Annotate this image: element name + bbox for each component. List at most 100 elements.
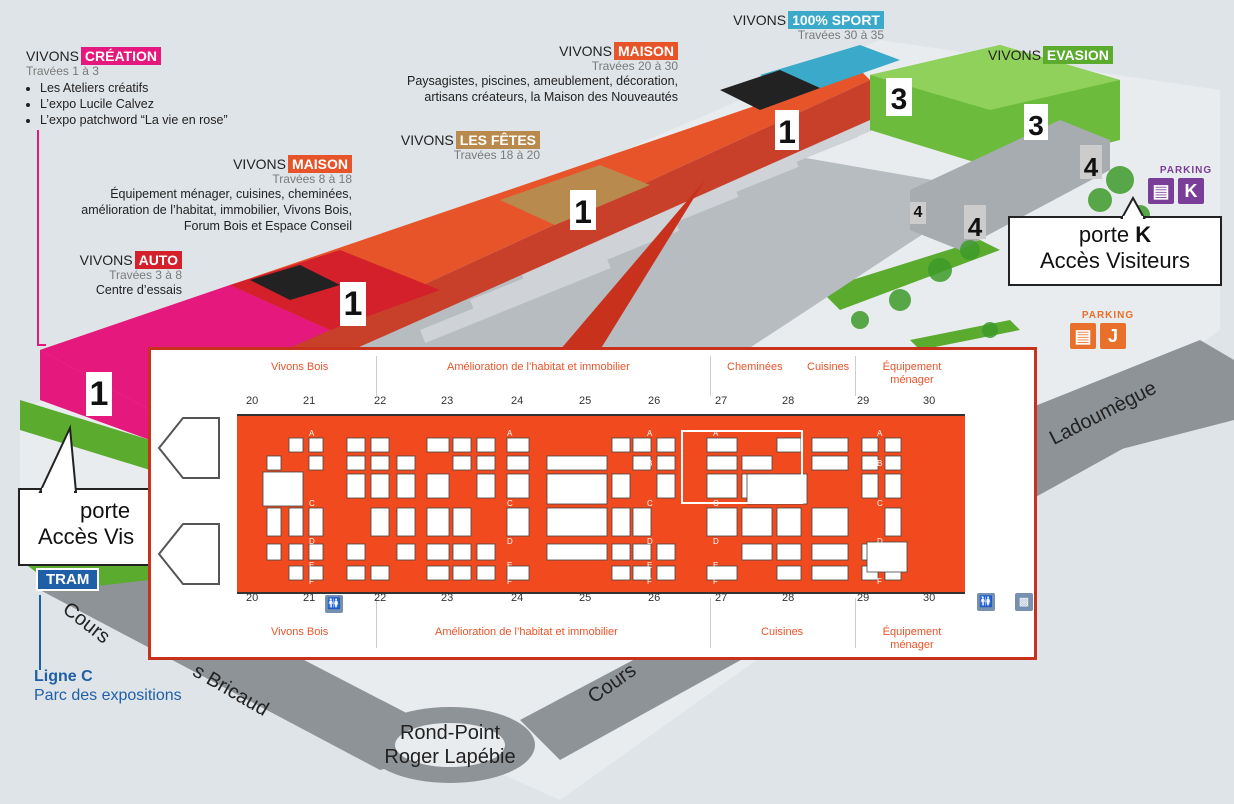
stand[interactable]	[426, 437, 450, 453]
stand[interactable]	[370, 437, 390, 453]
stand[interactable]	[288, 507, 304, 537]
stand[interactable]	[288, 565, 304, 581]
stand[interactable]	[476, 565, 496, 581]
stand[interactable]	[632, 543, 652, 561]
stand[interactable]	[632, 455, 652, 471]
stand[interactable]	[611, 437, 631, 453]
row-letter: B	[713, 459, 718, 468]
stand[interactable]	[884, 455, 902, 471]
stand[interactable]	[308, 437, 324, 453]
stand[interactable]	[632, 507, 652, 537]
stand[interactable]	[811, 437, 849, 453]
tram-badge[interactable]: TRAM	[36, 568, 100, 591]
stand[interactable]	[288, 437, 304, 453]
stand[interactable]	[546, 507, 608, 537]
stand[interactable]	[746, 473, 808, 505]
stand[interactable]	[546, 455, 608, 471]
stand[interactable]	[452, 455, 472, 471]
stand[interactable]	[476, 543, 496, 561]
stand[interactable]	[346, 565, 366, 581]
stand[interactable]	[506, 507, 530, 537]
stand[interactable]	[308, 507, 324, 537]
stand[interactable]	[370, 507, 390, 537]
stand[interactable]	[884, 437, 902, 453]
stand[interactable]	[396, 507, 416, 537]
bay-number: 20	[246, 592, 259, 604]
stand[interactable]	[884, 473, 902, 499]
stand[interactable]	[426, 473, 450, 499]
stand[interactable]	[866, 541, 908, 573]
stand[interactable]	[706, 437, 738, 453]
row-letter: E	[309, 561, 314, 570]
stand[interactable]	[262, 471, 304, 507]
stand[interactable]	[476, 437, 496, 453]
stand[interactable]	[308, 543, 324, 561]
parking-k[interactable]: PARKING ▤K	[1148, 165, 1224, 204]
stand[interactable]	[426, 565, 450, 581]
stand[interactable]	[546, 473, 608, 505]
stand[interactable]	[706, 565, 738, 581]
stand[interactable]	[506, 473, 530, 499]
stand[interactable]	[706, 455, 738, 471]
stand[interactable]	[266, 455, 282, 471]
stand[interactable]	[266, 543, 282, 561]
stand[interactable]	[346, 473, 366, 499]
stand[interactable]	[476, 455, 496, 471]
stand[interactable]	[741, 507, 773, 537]
stand[interactable]	[370, 455, 390, 471]
stand[interactable]	[611, 473, 631, 499]
stand[interactable]	[741, 543, 773, 561]
stand[interactable]	[370, 473, 390, 499]
stand[interactable]	[861, 455, 879, 471]
stand[interactable]	[308, 565, 324, 581]
stand[interactable]	[776, 507, 802, 537]
stand[interactable]	[861, 473, 879, 499]
stand[interactable]	[811, 455, 849, 471]
stand[interactable]	[656, 565, 676, 581]
stand[interactable]	[288, 543, 304, 561]
stand[interactable]	[632, 437, 652, 453]
zone-item: Les Ateliers créatifs	[40, 80, 296, 96]
stand[interactable]	[452, 507, 472, 537]
stand[interactable]	[811, 543, 849, 561]
stand[interactable]	[861, 437, 879, 453]
stand[interactable]	[776, 543, 802, 561]
parking-j[interactable]: PARKING ▤J	[1070, 310, 1146, 349]
stand[interactable]	[706, 507, 738, 537]
stand[interactable]	[370, 565, 390, 581]
stand[interactable]	[884, 507, 902, 537]
stand[interactable]	[452, 543, 472, 561]
stand[interactable]	[266, 507, 282, 537]
stand[interactable]	[811, 507, 849, 537]
stand[interactable]	[452, 565, 472, 581]
stand[interactable]	[656, 473, 676, 499]
stand[interactable]	[506, 455, 530, 471]
stand[interactable]	[741, 455, 773, 471]
stand[interactable]	[546, 543, 608, 561]
stand[interactable]	[706, 473, 738, 499]
stand[interactable]	[346, 455, 366, 471]
stand[interactable]	[346, 543, 366, 561]
stand[interactable]	[506, 565, 530, 581]
stand[interactable]	[611, 507, 631, 537]
stand[interactable]	[452, 437, 472, 453]
stand[interactable]	[476, 473, 496, 499]
stand[interactable]	[426, 507, 450, 537]
stand[interactable]	[656, 455, 676, 471]
stand[interactable]	[611, 543, 631, 561]
stand[interactable]	[811, 565, 849, 581]
stand[interactable]	[506, 437, 530, 453]
stand[interactable]	[656, 437, 676, 453]
stand[interactable]	[426, 543, 450, 561]
stand[interactable]	[396, 455, 416, 471]
row-letter: B	[647, 459, 652, 468]
stand[interactable]	[776, 565, 802, 581]
stand[interactable]	[396, 543, 416, 561]
stand[interactable]	[396, 473, 416, 499]
stand[interactable]	[611, 565, 631, 581]
stand[interactable]	[656, 543, 676, 561]
stand[interactable]	[346, 437, 366, 453]
stand[interactable]	[632, 565, 652, 581]
stand[interactable]	[308, 455, 324, 471]
plan-section-label: Vivons Bois	[271, 361, 329, 373]
